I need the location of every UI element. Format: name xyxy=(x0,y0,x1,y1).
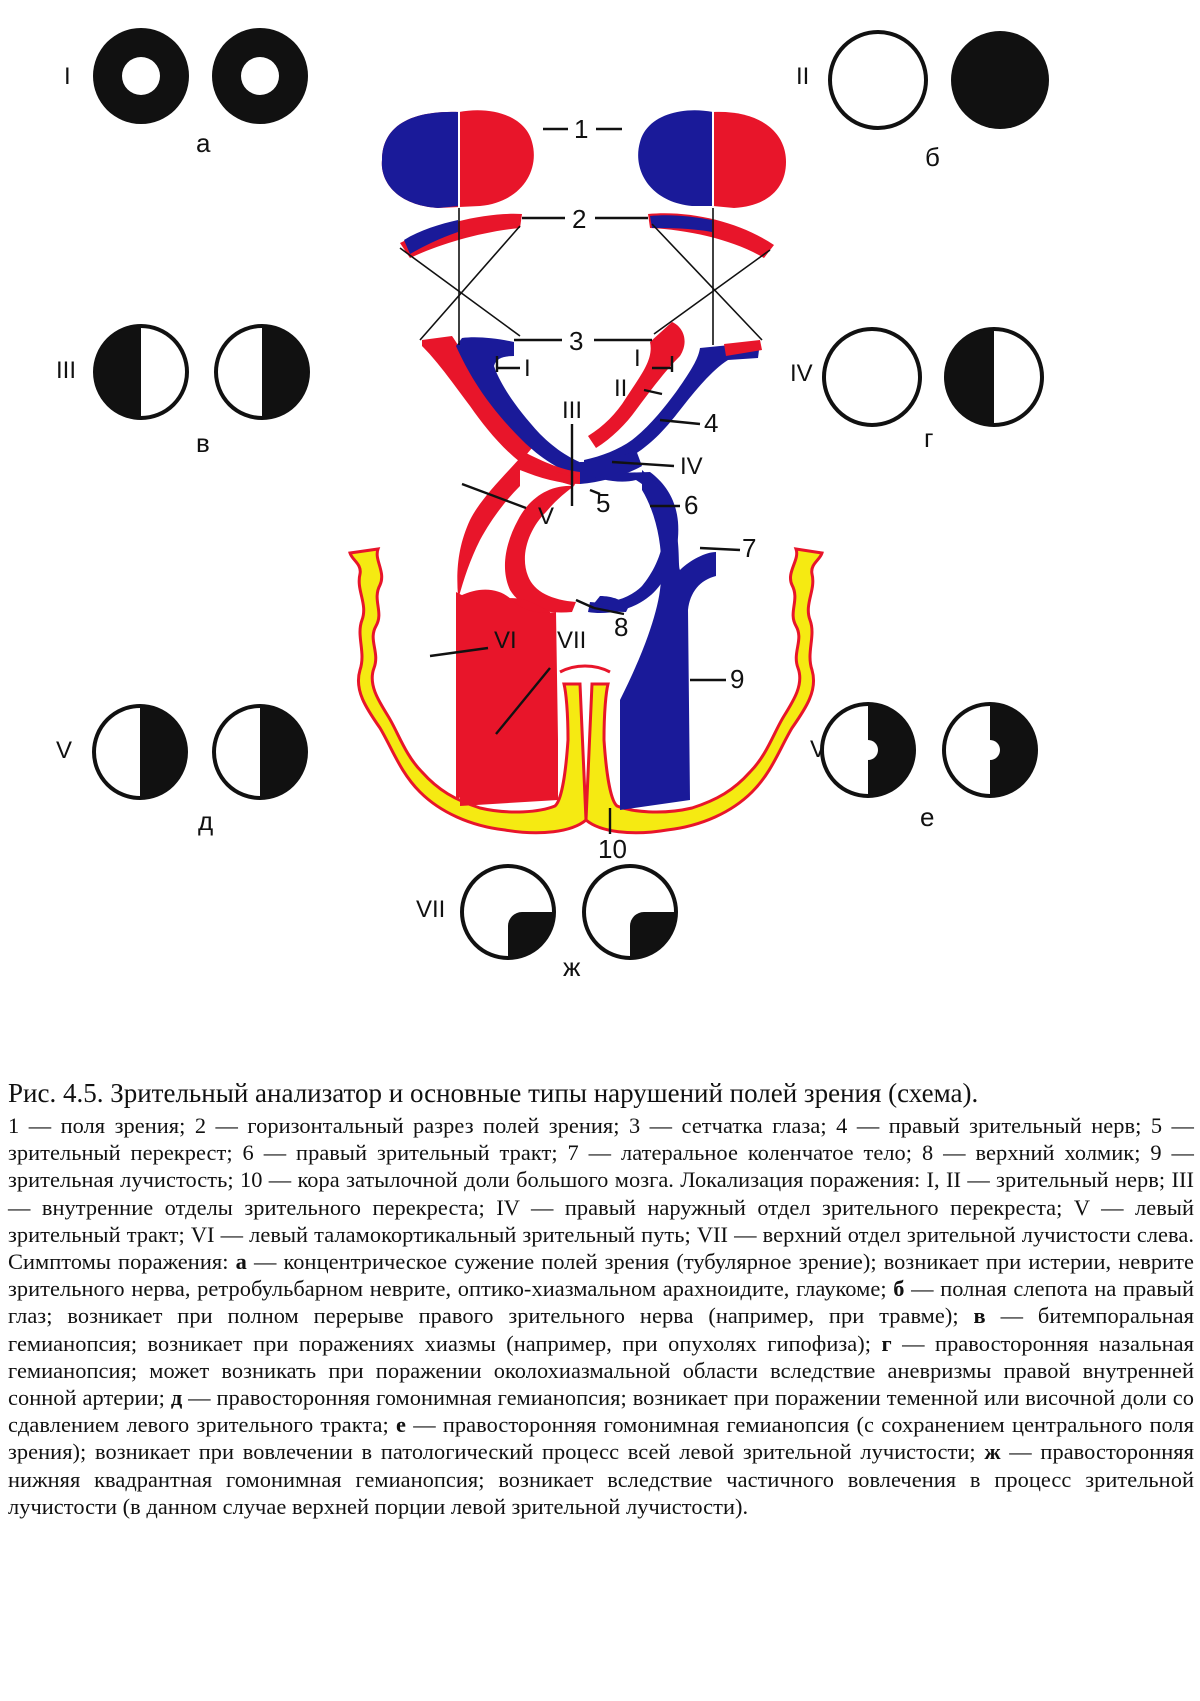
caption-title: Рис. 4.5. Зрительный анализатор и основн… xyxy=(8,1078,979,1108)
occipital-cortex xyxy=(348,547,824,835)
caption-letter-e: е xyxy=(395,1412,406,1438)
caption-text: — полная слепота на правый глаз; возника… xyxy=(8,1276,1194,1329)
lesion-V: V xyxy=(538,503,554,530)
caption-letter-v: в xyxy=(973,1303,986,1329)
visual-pathway-diagram: 1 2 3 4 5 6 7 8 9 10 I I II III IV V VI … xyxy=(56,28,1049,982)
field-section-left xyxy=(400,213,522,258)
caption-text: — правосторонняя гомонимная гемианопсия … xyxy=(8,1412,1194,1465)
field-panel-d: V д xyxy=(56,704,308,836)
optic-pathway xyxy=(422,322,762,810)
panel-roman-III: III xyxy=(56,357,76,384)
panel-roman-IV: IV xyxy=(790,360,813,387)
panel-letter-b: б xyxy=(925,142,940,172)
caption-text: — правосторонняя нижняя квадрантная гомо… xyxy=(8,1439,1194,1519)
lesion-labels: I I II III IV V VI VII xyxy=(494,345,703,654)
caption-letter-a: а xyxy=(235,1249,247,1275)
lesion-IV: IV xyxy=(680,453,703,480)
field-panel-b: II б xyxy=(796,30,1049,172)
cortex-right xyxy=(584,547,824,835)
panel-roman-II: II xyxy=(796,63,809,90)
field-panel-a: I а xyxy=(64,28,308,158)
left-optic-nerve xyxy=(422,336,532,462)
field-panel-g: IV г xyxy=(790,327,1044,453)
field-panel-v: III в xyxy=(56,324,310,458)
caption-letter-b: б xyxy=(893,1276,905,1302)
lesion-I-left: I xyxy=(524,355,531,382)
caption-text: — правосторонняя назальная гемианопсия; … xyxy=(8,1330,1194,1411)
label-2: 2 xyxy=(572,204,586,234)
visual-field-right-eye xyxy=(638,108,786,208)
panel-roman-V: V xyxy=(56,737,72,764)
label-8: 8 xyxy=(614,612,628,642)
leader-lines xyxy=(429,127,741,834)
projection-lines xyxy=(399,208,771,345)
panel-letter-a: а xyxy=(196,128,211,158)
panel-letter-g: г xyxy=(924,423,933,453)
label-5: 5 xyxy=(596,488,610,518)
left-optic-tract xyxy=(504,456,578,613)
label-1: 1 xyxy=(574,114,588,144)
caption-text: — правосторонняя гомонимная гемианопсия;… xyxy=(8,1385,1195,1438)
label-3: 3 xyxy=(569,326,583,356)
caption-letter-zh: ж xyxy=(984,1439,1001,1465)
caption-text: 1 — поля зрения; 2 — горизонтальный разр… xyxy=(8,1113,1194,1275)
number-labels: 1 2 3 4 5 6 7 8 9 10 xyxy=(569,114,756,864)
panel-letter-e: е xyxy=(920,802,934,832)
lesion-VII: VII xyxy=(557,627,586,654)
field-panel-zh: VII ж xyxy=(416,864,678,982)
lesion-I-right: I xyxy=(634,345,641,372)
panel-letter-v: в xyxy=(196,428,210,458)
lesion-VI: VI xyxy=(494,627,517,654)
calcarine-cap xyxy=(559,664,611,674)
panel-roman-VII: VII xyxy=(416,896,445,923)
lesion-II: II xyxy=(614,375,627,402)
figure-caption: Рис. 4.5. Зрительный анализатор и основн… xyxy=(8,1076,1194,1520)
right-optic-nerve xyxy=(588,322,685,448)
field-left-eye-g xyxy=(822,327,922,427)
right-optic-tract xyxy=(584,472,679,614)
visual-field-left-eye xyxy=(381,108,534,208)
caption-letter-g: г xyxy=(881,1330,892,1356)
label-4: 4 xyxy=(704,408,718,438)
caption-letter-d: д xyxy=(170,1385,183,1411)
label-7: 7 xyxy=(742,533,756,563)
caption-text: — битемпоральная гемианопсия; возникает … xyxy=(8,1303,1194,1356)
panel-roman-I: I xyxy=(64,63,71,90)
field-section-right xyxy=(648,213,774,258)
caption-text: — концентрическое сужение полей зрения (… xyxy=(8,1249,1194,1302)
label-9: 9 xyxy=(730,664,744,694)
lesion-III: III xyxy=(562,397,582,424)
label-10: 10 xyxy=(598,834,627,864)
panel-letter-zh: ж xyxy=(563,952,581,982)
field-panel-e: VI е xyxy=(810,702,1038,832)
cortex-left xyxy=(348,547,588,835)
panel-letter-d: д xyxy=(198,806,213,836)
field-right-eye-b xyxy=(951,31,1049,129)
label-6: 6 xyxy=(684,490,698,520)
field-left-eye-b xyxy=(828,30,928,130)
caption-body: 1 — поля зрения; 2 — горизонтальный разр… xyxy=(8,1112,1194,1520)
